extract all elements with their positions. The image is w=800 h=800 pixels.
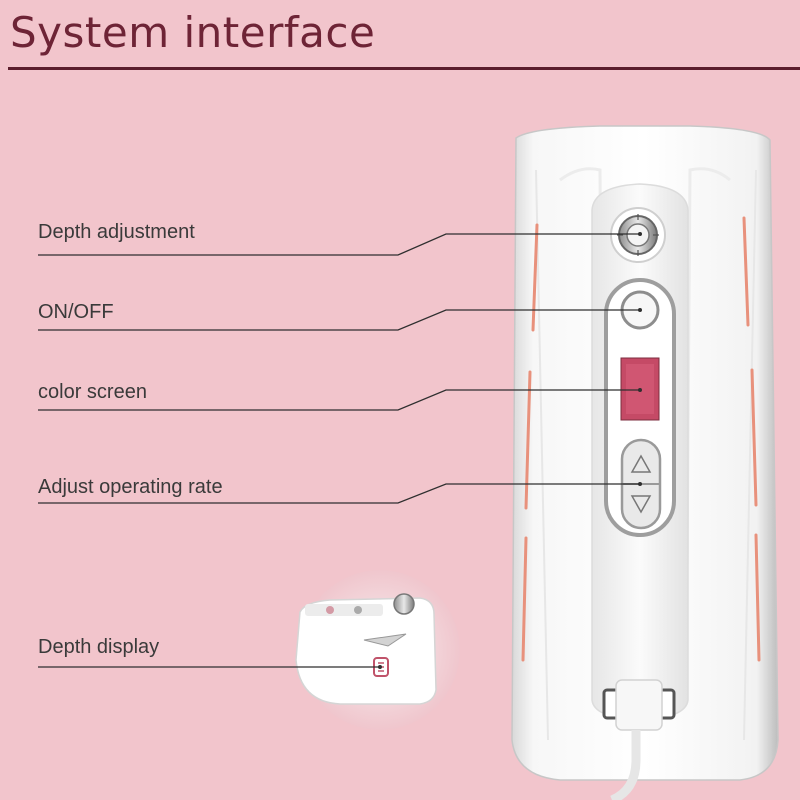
label-adjust-operating-rate: Adjust operating rate: [38, 476, 223, 498]
rate-up-icon[interactable]: [630, 454, 652, 473]
label-color-screen: color screen: [38, 381, 147, 403]
cable-connector: [602, 679, 676, 800]
title-divider: [8, 67, 800, 70]
page-title: System interface: [10, 8, 376, 57]
rate-down-icon[interactable]: [630, 495, 652, 514]
leader-line-on-off: [38, 309, 640, 331]
depth-adjustment-knob-icon[interactable]: [610, 207, 666, 263]
accent-strips: [521, 216, 761, 662]
label-on-off: ON/OFF: [38, 301, 114, 323]
label-depth-display: Depth display: [38, 636, 160, 658]
leader-line-rate: [38, 483, 640, 504]
leader-line-depth-adjustment: [38, 233, 640, 256]
label-depth-adjustment: Depth adjustment: [38, 221, 195, 243]
leader-line-color-screen: [38, 389, 640, 411]
depth-display-inset: [295, 570, 460, 730]
